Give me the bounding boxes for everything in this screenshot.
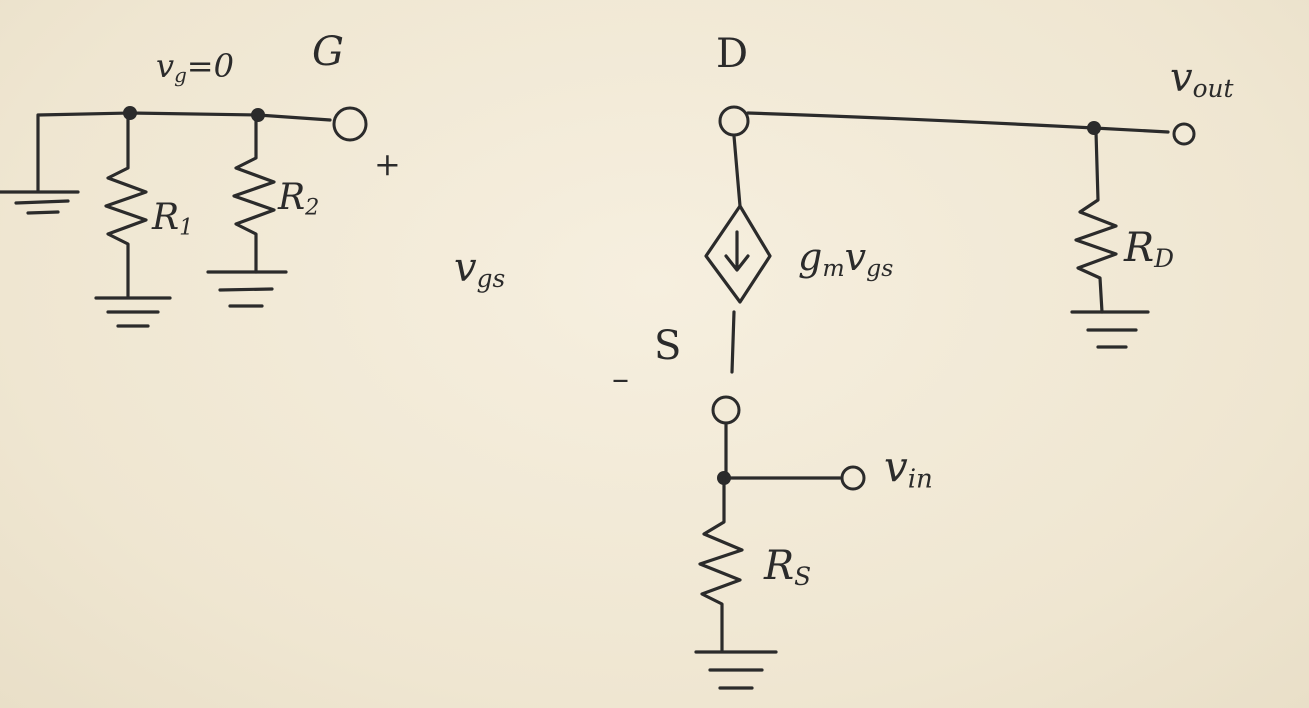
resistor-r2 <box>232 115 276 274</box>
gate-label: G <box>312 29 344 75</box>
gate-terminal <box>332 106 368 142</box>
transistor-model <box>694 105 1196 690</box>
plus-sign: + <box>374 145 401 183</box>
down-arrow-icon <box>724 230 750 272</box>
rd-label: RD <box>1124 225 1175 274</box>
drain-label: D <box>716 31 749 77</box>
resistor-rd <box>1074 130 1118 314</box>
r2-label: R2 <box>278 177 320 221</box>
vg-equals-zero-label: vg=0 <box>156 47 234 87</box>
gm-vgs-label: gmvgs <box>798 235 894 282</box>
source-label: S <box>654 323 682 369</box>
vout-terminal <box>1172 122 1196 146</box>
ground-symbol-r2 <box>206 270 288 308</box>
resistor-r1 <box>104 113 148 298</box>
source-terminal <box>711 395 741 425</box>
dependent-current-source <box>704 204 772 304</box>
drain-wire <box>746 111 1170 134</box>
gate-wire <box>128 111 332 122</box>
ground-wire-left <box>36 111 132 192</box>
resistor-rs <box>698 476 744 652</box>
vin-terminal <box>840 465 866 491</box>
gate-network <box>0 106 368 328</box>
drain-terminal <box>718 105 750 137</box>
ground-symbol-left <box>0 190 80 215</box>
node-vout <box>1087 121 1101 135</box>
rs-label: RS <box>764 543 812 592</box>
ground-symbol-rd <box>1070 310 1150 349</box>
node-r2-top <box>251 108 265 122</box>
ground-symbol-r1 <box>94 296 172 328</box>
source-wire <box>724 421 842 480</box>
minus-sign: – <box>612 359 629 399</box>
vout-label: vout <box>1170 55 1234 104</box>
drain-to-source-wire-top <box>732 134 742 208</box>
drain-to-source-wire-bottom <box>730 310 736 374</box>
ground-symbol-rs <box>694 650 778 690</box>
vin-label: vin <box>884 442 933 495</box>
r1-label: R1 <box>152 197 194 241</box>
vgs-label: vgs <box>454 245 506 294</box>
node-vg <box>123 106 137 120</box>
